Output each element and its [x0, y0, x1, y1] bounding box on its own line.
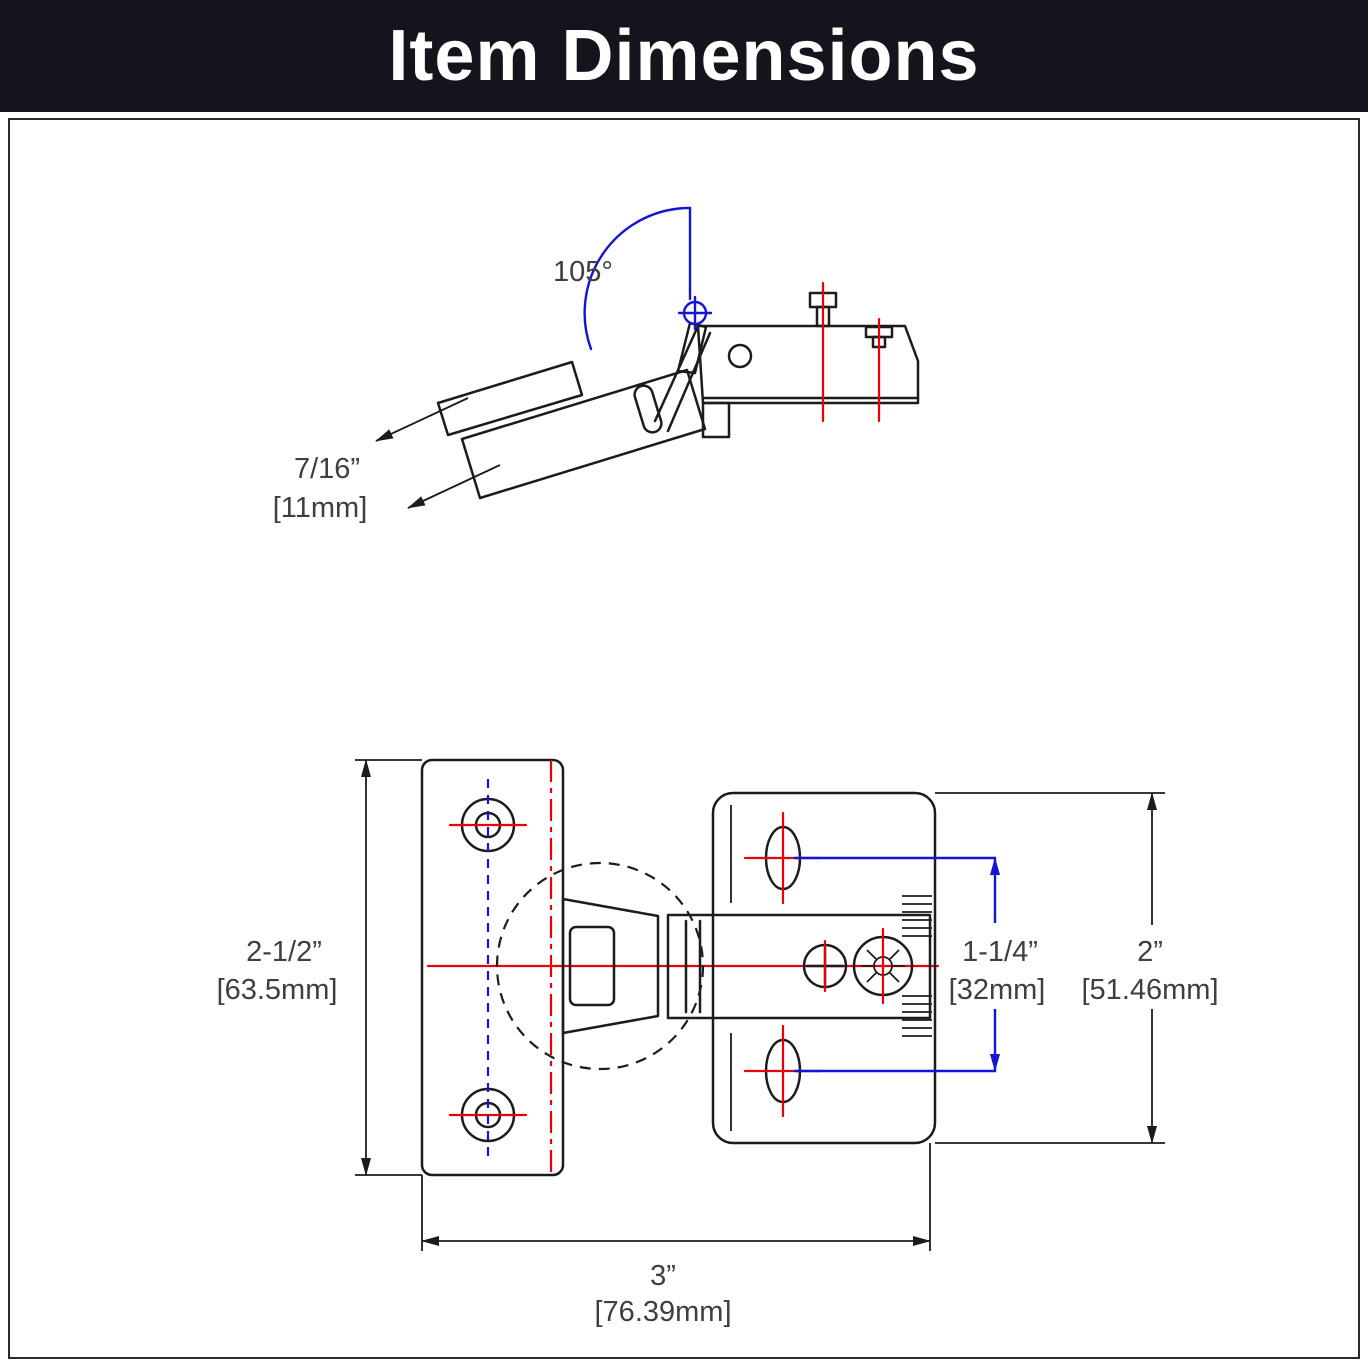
plate-height-mm: [51.46mm]	[1082, 974, 1219, 1006]
overlay-dim-inches: 7/16”	[294, 453, 360, 485]
page-title: Item Dimensions	[388, 16, 980, 96]
diagram-panel: 105°	[8, 118, 1360, 1359]
hinge-dimension-diagram: 105°	[217, 206, 1222, 1328]
label-backdrop	[1082, 925, 1222, 1009]
plate-height-inches: 2”	[1137, 936, 1163, 968]
door-wing-plate	[420, 758, 565, 1177]
pivot-hole-icon	[727, 343, 753, 369]
wing-height-inches: 2-1/2”	[246, 936, 322, 968]
header-bar: Item Dimensions	[0, 0, 1368, 112]
label-backdrop	[944, 923, 1058, 1009]
lever-link-line	[666, 331, 712, 433]
overlay-arrow	[407, 464, 501, 509]
door-panel-side	[436, 360, 584, 437]
overall-width-inches: 3”	[650, 1260, 676, 1292]
hole-spacing-mm: [32mm]	[949, 974, 1046, 1006]
arm-foot	[701, 401, 731, 439]
cup-slot-top	[568, 925, 616, 1007]
cup-slot	[633, 384, 663, 434]
serration-marks	[902, 895, 932, 1037]
angle-arc	[583, 206, 692, 351]
angle-label: 105°	[553, 256, 613, 288]
mounting-plate	[711, 791, 937, 1145]
cup-hidden-circle	[495, 861, 705, 1071]
wing-height-mm: [63.5mm]	[217, 974, 338, 1006]
overlay-dim-mm: [11mm]	[273, 492, 368, 524]
hole-spacing-inches: 1-1/4”	[962, 936, 1038, 968]
cup-body-top	[561, 897, 660, 1035]
top-view-drawing: 1-1/4” [32mm] 2” [51.46mm] 2-1/2” [63.5m…	[217, 758, 1222, 1328]
hinge-cup-side	[460, 368, 707, 500]
lever-link-line	[653, 324, 700, 423]
side-view-drawing: 105°	[273, 206, 920, 524]
overall-width-mm: [76.39mm]	[595, 1296, 732, 1328]
hinge-arm-top	[666, 913, 932, 1020]
overlay-arrow	[375, 397, 469, 442]
